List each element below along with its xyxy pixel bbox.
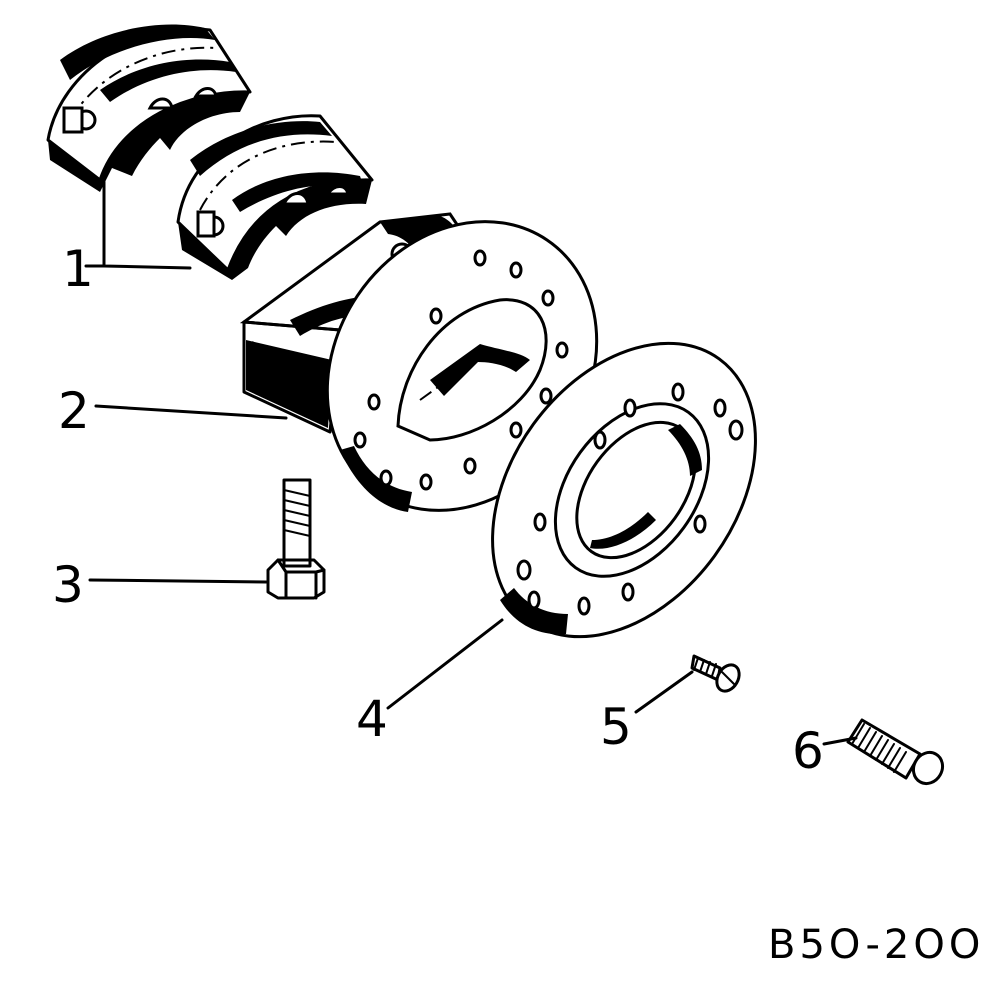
callout-number-4: 4 <box>356 690 388 748</box>
part-1-clamp-half-lower <box>176 114 374 280</box>
part-4-retainer-ring <box>491 341 757 639</box>
part-5-countersunk-screw <box>690 654 741 693</box>
callout-1-leader <box>84 180 192 270</box>
part-3-hex-bolt <box>266 478 326 600</box>
part-2-bolt-holes <box>353 249 569 491</box>
callout-number-3: 3 <box>52 556 84 614</box>
callout-number-1: 1 <box>62 240 94 298</box>
callout-number-5: 5 <box>600 698 632 756</box>
callout-5-leader <box>634 670 694 714</box>
callout-3-leader <box>88 578 268 584</box>
part-4-bolt-holes <box>516 382 744 616</box>
callout-4-leader <box>386 618 504 710</box>
callout-6-leader <box>822 736 858 746</box>
part-1-clamp-half-upper <box>46 24 252 192</box>
callout-number-6: 6 <box>792 722 824 780</box>
callout-2-leader <box>94 404 288 420</box>
part-6-threaded-stud <box>846 718 945 786</box>
drawing-reference-code: B5O-2OO <box>768 922 984 968</box>
callout-number-2: 2 <box>58 382 90 440</box>
